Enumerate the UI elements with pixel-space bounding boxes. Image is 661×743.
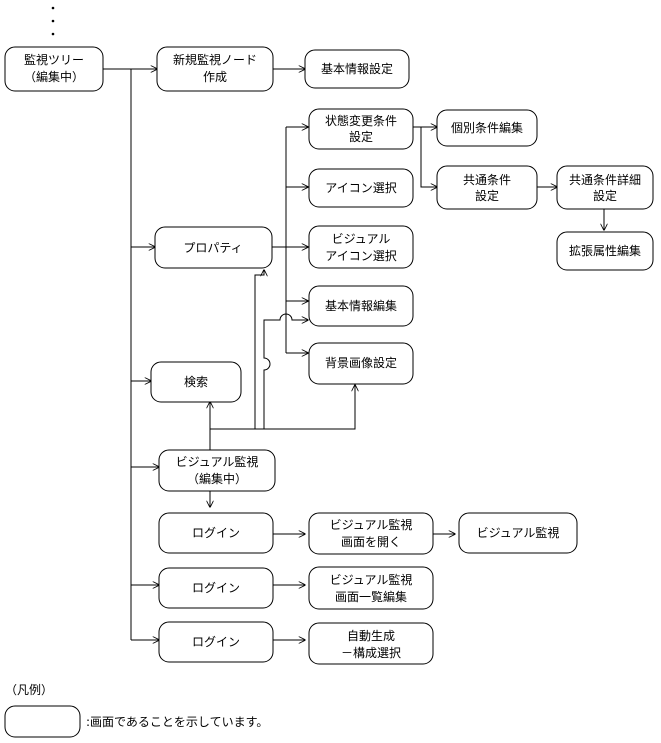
visual-icon-select-line1: ビジュアル (332, 232, 391, 246)
connectors (103, 69, 604, 640)
auto-generate-line1: 自動生成 (347, 629, 395, 643)
open-visual-screen-line1: ビジュアル監視 (330, 517, 413, 532)
node-monitor-tree: 監視ツリー （編集中） (4, 46, 104, 92)
extended-attribute-edit-label: 拡張属性編集 (569, 243, 641, 258)
legend-title: （凡例） (5, 683, 53, 697)
individual-condition-edit-label: 個別条件編集 (451, 120, 523, 135)
new-monitor-node-line1: 新規監視ノード (173, 52, 257, 67)
node-basic-info-setting: 基本情報設定 (304, 49, 410, 89)
continuation-dots (51, 6, 55, 36)
basic-info-edit-label: 基本情報編集 (325, 298, 397, 313)
node-state-change-condition: 状態変更条件 設定 (308, 108, 414, 150)
visual-screen-list-edit-line1: ビジュアル監視 (330, 572, 413, 587)
properties-label: プロパティ (183, 241, 242, 255)
node-basic-info-edit: 基本情報編集 (308, 285, 414, 327)
node-extended-attribute-edit: 拡張属性編集 (556, 231, 654, 271)
monitor-tree-line1: 監視ツリー (24, 52, 84, 67)
icon-select-label: アイコン選択 (325, 181, 396, 195)
node-login-1: ログイン (158, 512, 274, 554)
node-visual-screen-list-edit: ビジュアル監視 画面一覧編集 (308, 566, 434, 610)
legend-description: :画面であることを示しています。 (86, 715, 268, 729)
node-properties: プロパティ (154, 226, 273, 269)
visual-screen-list-edit-line2: 画面一覧編集 (335, 589, 407, 604)
monitor-tree-line2: （編集中） (24, 69, 84, 84)
visual-icon-select-line2: アイコン選択 (325, 249, 396, 263)
auto-generate-line2: －構成選択 (341, 646, 401, 660)
search-label: 検索 (184, 375, 208, 389)
common-condition-detail-line1: 共通条件詳細 (569, 172, 641, 187)
visual-monitor-editing-line2: （編集中） (187, 471, 247, 486)
common-condition-line1: 共通条件 (463, 173, 511, 187)
node-open-visual-screen: ビジュアル監視 画面を開く (308, 512, 434, 555)
node-visual-monitor-editing: ビジュアル監視 （編集中） (158, 449, 276, 492)
common-condition-detail-line2: 設定 (593, 188, 617, 203)
basic-info-setting-label: 基本情報設定 (321, 61, 393, 76)
node-icon-select: アイコン選択 (308, 168, 414, 208)
common-condition-line2: 設定 (475, 188, 499, 203)
node-individual-condition-edit: 個別条件編集 (436, 109, 538, 147)
open-visual-screen-line2: 画面を開く (341, 535, 401, 549)
new-monitor-node-line2: 作成 (203, 70, 227, 84)
state-change-condition-line2: 設定 (349, 129, 373, 144)
node-visual-monitor: ビジュアル監視 (458, 512, 578, 554)
node-login-2: ログイン (158, 567, 274, 609)
node-new-monitor-node: 新規監視ノード 作成 (156, 46, 274, 92)
background-image-setting-label: 背景画像設定 (325, 355, 397, 370)
node-common-condition: 共通条件 設定 (436, 165, 538, 210)
node-login-3: ログイン (158, 621, 274, 663)
legend-screen-shape (4, 705, 81, 738)
legend: （凡例） :画面であることを示しています。 (4, 683, 268, 738)
visual-monitor-editing-line1: ビジュアル監視 (176, 454, 259, 469)
node-search: 検索 (150, 361, 242, 403)
node-background-image-setting: 背景画像設定 (308, 342, 414, 385)
state-change-condition-line1: 状態変更条件 (325, 113, 397, 128)
visual-monitor-label: ビジュアル監視 (477, 525, 560, 540)
login-1-label: ログイン (192, 526, 240, 540)
login-2-label: ログイン (192, 581, 240, 595)
login-3-label: ログイン (192, 635, 240, 649)
node-visual-icon-select: ビジュアル アイコン選択 (308, 225, 414, 269)
node-auto-generate: 自動生成 －構成選択 (308, 622, 434, 665)
node-common-condition-detail: 共通条件詳細 設定 (556, 165, 654, 210)
